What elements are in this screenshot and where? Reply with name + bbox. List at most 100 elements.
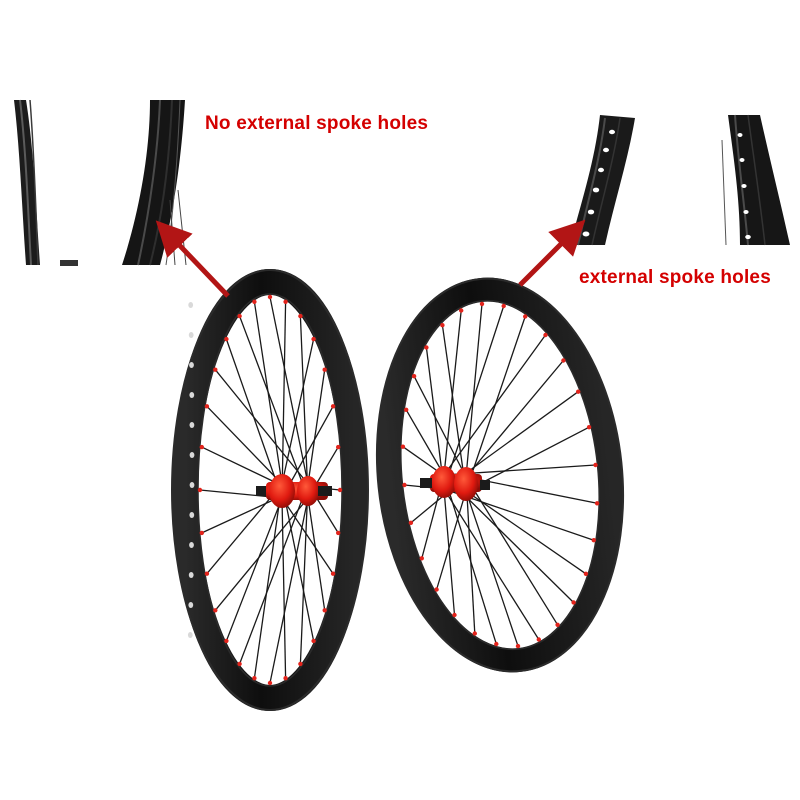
spoke [435, 490, 467, 590]
spoke-nipple [330, 404, 336, 409]
spoke [465, 476, 559, 626]
spoke-nipple [237, 661, 242, 667]
spoke-nipple [336, 530, 341, 536]
rim-hole [188, 602, 194, 608]
spoke [281, 338, 315, 485]
rim-hole [189, 542, 194, 548]
spoke [425, 347, 445, 490]
spoke-nipple [583, 571, 589, 576]
spoke-nipple [440, 323, 445, 328]
spoke-nipple [555, 622, 560, 627]
spoke-nipple [536, 637, 541, 642]
spoke-nipple [199, 530, 204, 536]
spoke-nipple [591, 538, 596, 543]
right-wheel-hub [420, 466, 490, 501]
spoke-nipple [515, 643, 521, 649]
inset-rim-holes-b [721, 114, 790, 246]
spoke-nipple [494, 641, 499, 647]
spoke-nipple [224, 336, 229, 342]
spoke-nipple [501, 303, 506, 309]
spoke [269, 296, 309, 485]
spoke-nipple [197, 487, 203, 493]
spoke-nipple [322, 608, 327, 613]
spoke [465, 490, 519, 647]
caption-external-spoke-holes: external spoke holes [579, 267, 771, 288]
spoke-nipple [283, 676, 288, 681]
spoke-nipple [452, 612, 457, 618]
spoke [206, 405, 283, 485]
spoke [443, 310, 462, 476]
spoke-nipple [199, 444, 204, 450]
spoke [238, 315, 309, 499]
spoke [299, 316, 309, 499]
rim-hole [189, 512, 195, 518]
spoke-nipple [576, 389, 581, 394]
rim-hole [188, 332, 194, 338]
rim-hole [188, 572, 194, 578]
caption-no-external-spoke-holes: No external spoke holes [205, 113, 429, 134]
spoke-nipple [267, 294, 273, 300]
spoke-nipple [267, 680, 273, 686]
spoke [441, 325, 467, 492]
spoke-nipple [336, 444, 341, 450]
spoke [307, 497, 326, 611]
rim-hole [189, 362, 194, 368]
spoke [214, 369, 309, 485]
spoke [238, 483, 309, 665]
spoke [281, 497, 334, 575]
spoke-nipple [424, 345, 429, 350]
spoke-nipple [593, 462, 598, 468]
spoke [405, 409, 445, 476]
spoke [307, 369, 326, 485]
spoke [465, 490, 587, 575]
spoke-nipple [322, 367, 327, 372]
arrow-to-holes [518, 219, 586, 287]
inset-rim-no-holes-a [14, 99, 78, 266]
spoke-nipple [298, 313, 303, 319]
spoke-nipple [523, 314, 528, 319]
spoke [465, 476, 476, 634]
spoke-nipple [594, 501, 600, 506]
left-wheel [171, 269, 369, 711]
spoke-nipple [224, 638, 229, 644]
rim-hole [189, 452, 195, 458]
left-wheel-spokes [197, 294, 343, 686]
spoke [413, 375, 467, 478]
spoke-nipple [252, 299, 257, 304]
spoke [299, 483, 309, 664]
spoke-nipple [400, 444, 406, 449]
rim-hole [188, 302, 194, 308]
inset-rim-holes-a [570, 115, 635, 246]
spoke-nipple [337, 487, 343, 493]
spoke [443, 334, 547, 476]
spoke [269, 497, 309, 684]
left-wheel-rim-holes [187, 302, 195, 638]
spoke [214, 497, 309, 611]
spoke-nipple [586, 425, 592, 430]
spoke [465, 360, 564, 478]
spoke-nipple [419, 556, 424, 561]
spoke [443, 488, 540, 640]
spoke [253, 483, 283, 679]
right-wheel-rim [376, 277, 624, 673]
spoke-nipple [204, 571, 210, 576]
spoke-nipple [330, 571, 336, 576]
spoke [225, 497, 283, 642]
spoke-nipple [411, 374, 417, 379]
spoke-nipple [213, 367, 218, 372]
spoke [253, 301, 283, 485]
spoke-nipple [561, 358, 566, 363]
spoke-nipple [311, 336, 316, 342]
spoke-nipple [434, 587, 439, 592]
spoke-nipple [213, 608, 218, 613]
spoke [443, 305, 505, 490]
rim-hole [189, 392, 195, 398]
spoke [225, 338, 283, 499]
rim-hole [189, 422, 195, 428]
left-wheel-rim [172, 269, 368, 711]
spoke-nipple [237, 313, 242, 319]
spoke [281, 483, 315, 642]
spoke [465, 303, 483, 478]
spoke-nipple [402, 482, 407, 488]
